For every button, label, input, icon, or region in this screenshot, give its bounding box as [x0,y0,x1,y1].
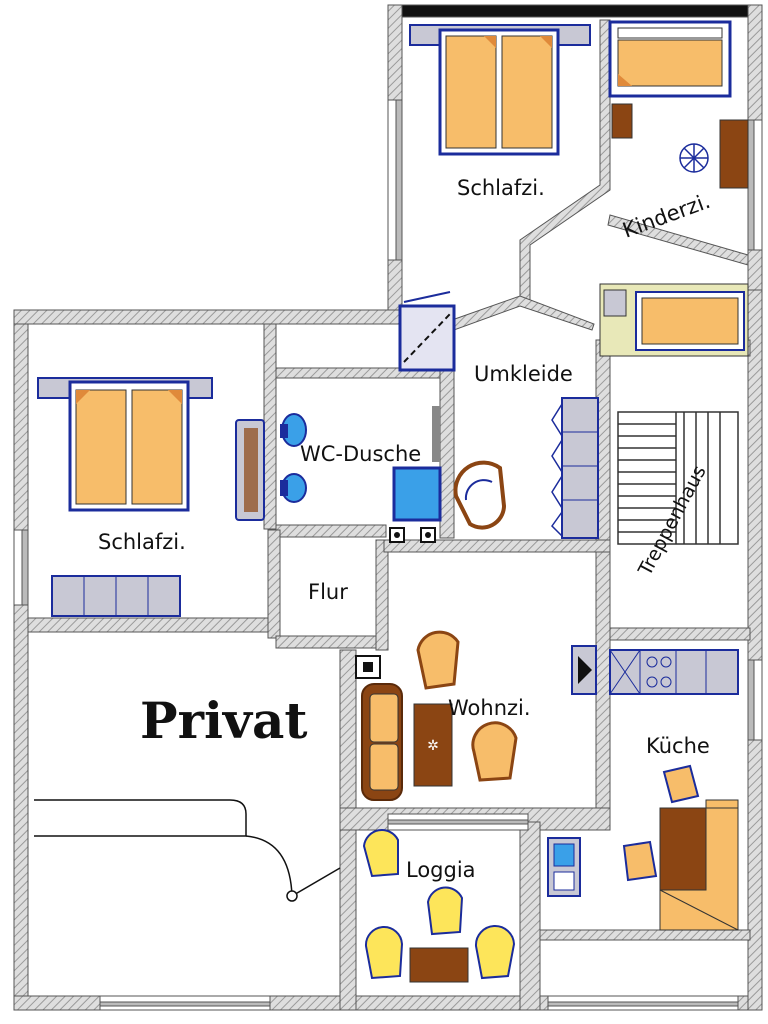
stove-icon [571,645,739,695]
plant-icon [679,143,709,173]
room-label-schlafzi-top: Schlafzi. [457,176,545,200]
bed-icon [37,377,213,512]
room-label-umkleide: Umkleide [474,362,573,386]
toilet-icon [280,413,307,503]
sofa-icon [361,683,403,801]
armchair-icon [362,829,516,980]
armchair-icon [453,460,507,530]
room-label-kueche: Küche [646,734,710,758]
room-label-wohnzi: Wohnzi. [448,696,531,720]
wardrobe-icon [51,575,181,617]
basin-icon [389,406,442,543]
private-furniture-outline [34,799,341,902]
room-label-schlafzi-left: Schlafzi. [98,530,186,554]
chimney-icon [355,655,381,679]
room-label-wc-dusche: WC-Dusche [300,442,422,466]
private-area-label: Privat [140,691,308,750]
stairs-icon [617,411,739,545]
bed-icon [599,283,749,357]
dining-bench-icon [659,799,739,931]
table-icon [409,947,469,983]
wardrobe-icon [551,397,599,539]
desk-icon [611,103,749,189]
table-icon: ✲ [413,703,453,787]
shower-icon [398,291,456,372]
room-label-flur: Flur [308,580,348,604]
dresser-icon [235,419,265,521]
bed-icon [608,20,732,98]
bed-icon [409,24,591,156]
svg-text:✲: ✲ [427,738,439,754]
armchair-icon [622,764,700,882]
fridge-icon [547,837,581,897]
armchair-icon [416,630,518,782]
room-label-loggia: Loggia [406,858,476,882]
